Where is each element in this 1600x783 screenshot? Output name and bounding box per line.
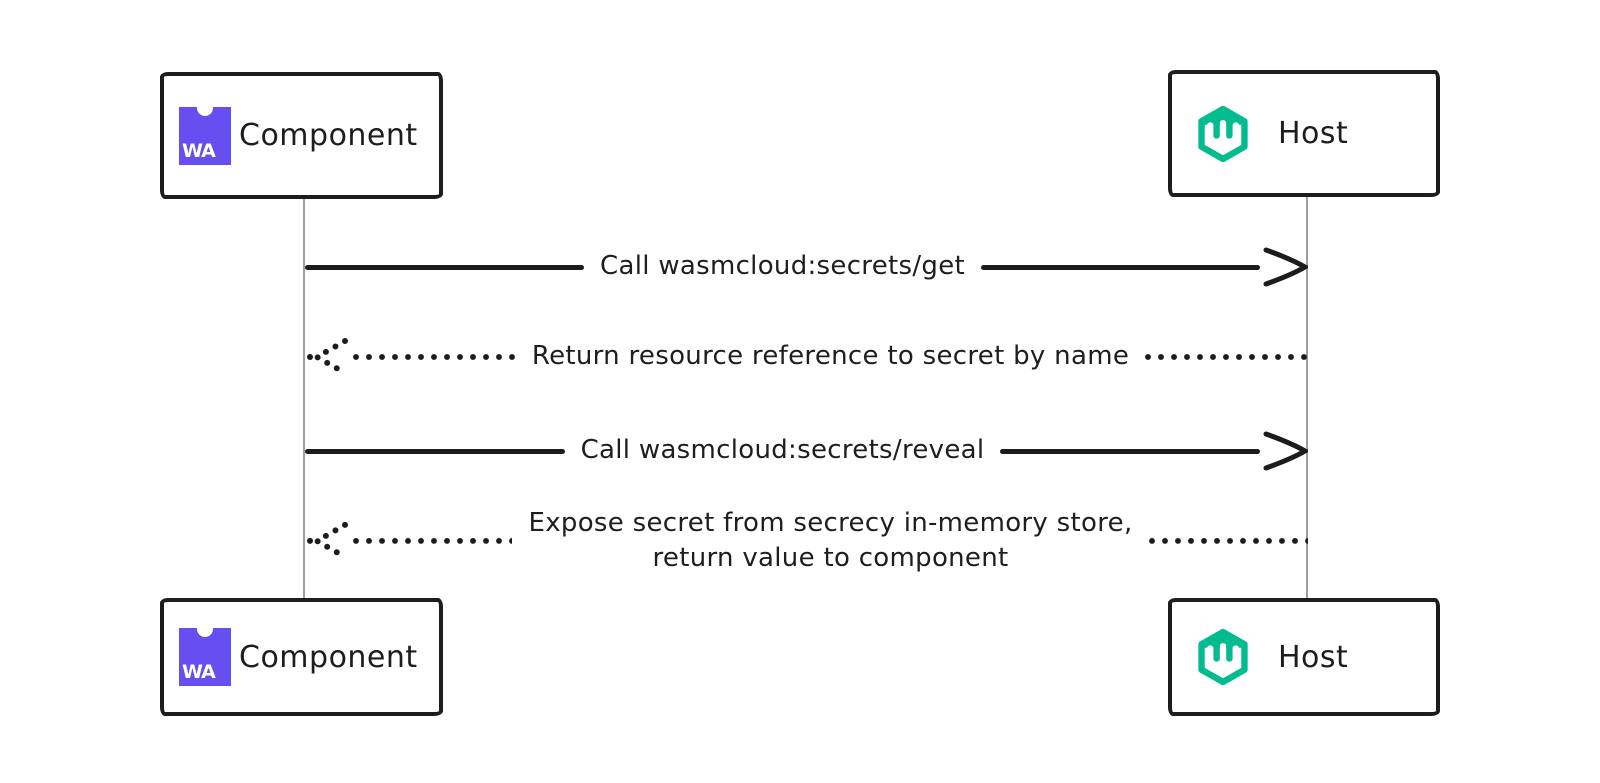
- message-label: Return resource reference to secret by n…: [531, 341, 1130, 372]
- wasmcloud-hexagon-icon: [1198, 628, 1248, 686]
- actor-box-host-top: Host: [1168, 70, 1440, 197]
- actor-box-component-top: WA Component: [160, 72, 443, 199]
- message-line: [353, 538, 513, 544]
- actor-box-host-bottom: Host: [1168, 598, 1440, 716]
- message-line: [1148, 538, 1308, 544]
- message-line: [1000, 448, 1260, 454]
- wa-icon-letters: WA: [182, 661, 216, 683]
- message-line: [353, 354, 516, 360]
- wa-icon-letters: WA: [182, 139, 216, 162]
- message-label: Call wasmcloud:secrets/reveal: [580, 435, 985, 466]
- webassembly-component-icon: WA: [179, 628, 231, 686]
- message-line: [981, 264, 1261, 270]
- message-line: [305, 264, 585, 270]
- message-expose-secret: Expose secret from secrecy in-memory sto…: [305, 506, 1308, 576]
- wasmcloud-hexagon-icon: [1198, 105, 1248, 162]
- arrowhead-left-dotted-icon: [307, 338, 348, 376]
- message-label: Call wasmcloud:secrets/get: [600, 251, 965, 282]
- message-line: [305, 448, 565, 454]
- actor-box-component-bottom: WA Component: [160, 598, 443, 716]
- actor-label-host: Host: [1278, 116, 1349, 151]
- message-return-resource-reference: Return resource reference to secret by n…: [305, 337, 1308, 377]
- message-call-secrets-reveal: Call wasmcloud:secrets/reveal: [305, 430, 1308, 472]
- arrowhead-right-icon: [1263, 431, 1308, 471]
- message-label: Expose secret from secrecy in-memory sto…: [528, 507, 1133, 573]
- message-call-secrets-get: Call wasmcloud:secrets/get: [305, 246, 1309, 288]
- actor-label-host: Host: [1278, 639, 1349, 675]
- actor-label-component: Component: [239, 118, 418, 153]
- actor-label-component: Component: [239, 639, 418, 675]
- message-line: [1145, 354, 1308, 360]
- arrowhead-left-dotted-icon: [307, 522, 348, 560]
- arrowhead-right-icon: [1263, 247, 1309, 287]
- lifeline-host: [1306, 197, 1308, 598]
- webassembly-component-icon: WA: [179, 106, 231, 165]
- lifeline-component: [303, 199, 305, 598]
